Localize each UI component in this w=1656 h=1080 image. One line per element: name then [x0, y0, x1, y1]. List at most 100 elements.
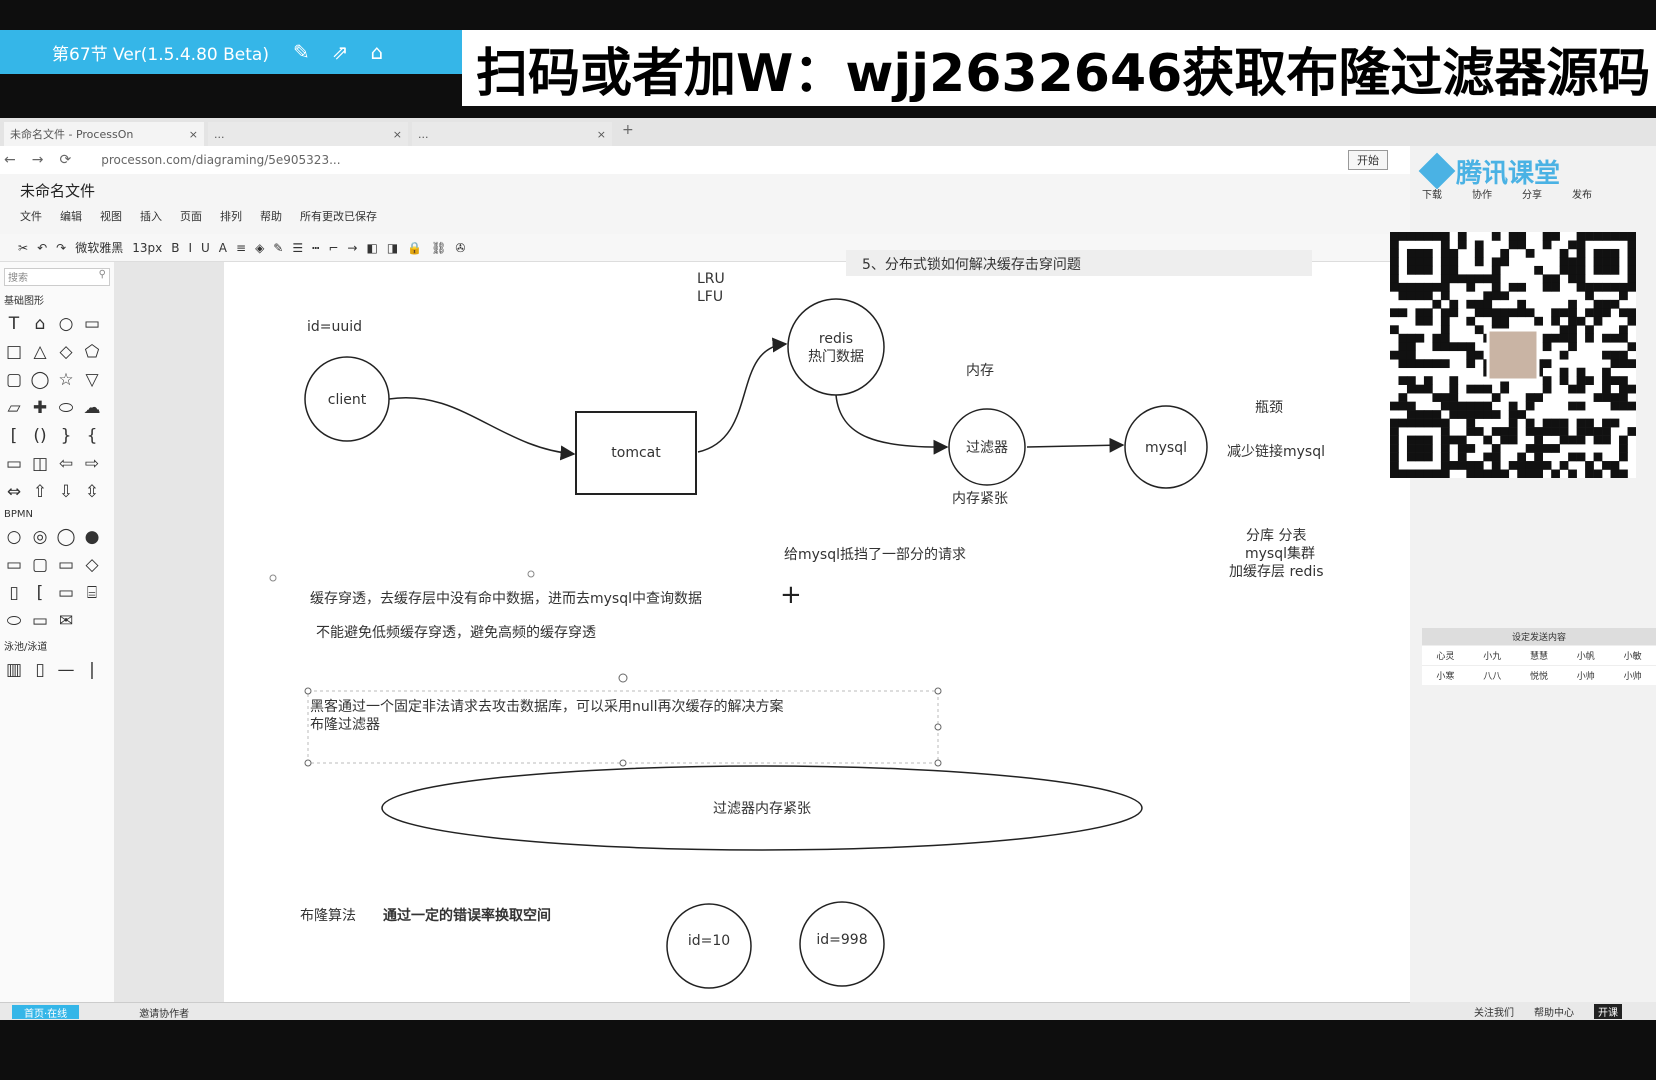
- menu-edit[interactable]: 编辑: [60, 210, 82, 223]
- tab-second[interactable]: ... ×: [208, 122, 408, 146]
- home-icon[interactable]: ⌂: [370, 40, 384, 64]
- event-shape-icon[interactable]: ○: [6, 527, 22, 547]
- gateway-shape-icon[interactable]: ◇: [85, 555, 99, 575]
- file-name[interactable]: 未命名文件: [20, 182, 96, 200]
- tab-third[interactable]: ... ×: [412, 122, 612, 146]
- arrow-up-shape-icon[interactable]: ⇧: [32, 482, 48, 502]
- circle2-shape-icon[interactable]: ◯: [30, 370, 50, 390]
- connector-icon[interactable]: ⌐: [328, 240, 339, 255]
- bold-button[interactable]: B: [171, 240, 180, 255]
- line-width-icon[interactable]: ☰: [292, 240, 304, 255]
- title-box[interactable]: [846, 250, 1312, 276]
- table-head[interactable]: 设定发送内容: [1422, 628, 1656, 645]
- rotate-handle[interactable]: [618, 673, 628, 683]
- share-button[interactable]: 分享: [1522, 190, 1542, 201]
- brace-left-shape-icon[interactable]: {: [86, 426, 98, 446]
- annotation-shape-icon[interactable]: [: [36, 583, 44, 603]
- down-triangle-shape-icon[interactable]: ▽: [85, 370, 99, 390]
- section-bpmn[interactable]: BPMN: [4, 509, 33, 520]
- share-icon[interactable]: ⇗: [331, 40, 349, 64]
- url-field[interactable]: processon.com/diagraming/5e905323...: [101, 153, 341, 167]
- format-painter-icon[interactable]: ✂: [18, 240, 29, 255]
- section-swimlane[interactable]: 泳池/泳道: [4, 642, 48, 653]
- group-shape-icon[interactable]: ▭: [57, 583, 75, 603]
- event2-shape-icon[interactable]: ◎: [32, 527, 48, 547]
- square-shape-icon[interactable]: □: [5, 342, 23, 362]
- handle-dot[interactable]: [934, 759, 942, 767]
- italic-button[interactable]: I: [188, 240, 192, 255]
- shape-search-input[interactable]: 搜索 ⚲: [4, 268, 110, 286]
- redo-icon[interactable]: ↷: [56, 240, 67, 255]
- table-cell[interactable]: 小帅: [1623, 672, 1642, 682]
- close-icon[interactable]: ×: [596, 127, 606, 141]
- menu-page[interactable]: 页面: [180, 210, 202, 223]
- class-badge[interactable]: 开课: [1594, 1003, 1622, 1019]
- help-link[interactable]: 帮助中心: [1534, 1007, 1574, 1019]
- parens-shape-icon[interactable]: (): [33, 426, 47, 446]
- edge-redis-filter[interactable]: [835, 394, 949, 455]
- vlane-shape-icon[interactable]: ▥: [5, 660, 23, 680]
- hline-shape-icon[interactable]: —: [57, 660, 75, 680]
- penetration-text[interactable]: 缓存穿透，去缓存层中没有命中数据，进而去mysql中查询数据: [310, 590, 702, 607]
- collab-button[interactable]: 协作: [1472, 190, 1492, 201]
- message-shape-icon[interactable]: ✉: [58, 611, 74, 631]
- hacker-text-2[interactable]: 布隆过滤器: [310, 717, 380, 733]
- table-cell[interactable]: 小敏: [1623, 652, 1642, 662]
- cannot-avoid-text[interactable]: 不能避免低频缓存穿透，避免高频的缓存穿透: [316, 624, 596, 641]
- edge-tomcat-redis[interactable]: [697, 337, 788, 453]
- arrow-down-shape-icon[interactable]: ⇩: [58, 482, 74, 502]
- table-cell[interactable]: 慧慧: [1529, 652, 1548, 662]
- edge-filter-mysql[interactable]: [1026, 437, 1125, 453]
- doc-shape-icon[interactable]: ▭: [5, 454, 23, 474]
- storage-shape-icon[interactable]: ◫: [31, 454, 49, 474]
- edit-icon[interactable]: ✎: [292, 40, 310, 64]
- redis-node[interactable]: [787, 298, 885, 396]
- mysql-node[interactable]: [1124, 405, 1208, 489]
- menu-help[interactable]: 帮助: [260, 210, 282, 223]
- callout-shape-icon[interactable]: ▱: [7, 398, 21, 418]
- hacker-text-1[interactable]: 黑客通过一个固定非法请求去攻击数据库，可以采用null再次缓存的解决方案: [310, 698, 784, 715]
- new-tab-icon[interactable]: +: [622, 122, 634, 138]
- oval-shape-icon[interactable]: ⬭: [58, 398, 74, 418]
- close-icon[interactable]: ×: [188, 127, 198, 141]
- blank-shape-icon[interactable]: ⌂: [34, 314, 46, 334]
- arrow-updown-shape-icon[interactable]: ⇳: [84, 482, 100, 502]
- filter-node[interactable]: [948, 408, 1026, 486]
- undo-icon[interactable]: ↶: [37, 240, 48, 255]
- front-icon[interactable]: ◧: [366, 240, 378, 255]
- table-cell[interactable]: 小九: [1483, 652, 1502, 662]
- cloud-shape-icon[interactable]: ☁: [83, 398, 101, 418]
- star-shape-icon[interactable]: ☆: [58, 370, 74, 390]
- section-basic[interactable]: 基础图形: [4, 296, 44, 307]
- tab-processon[interactable]: 未命名文件 - ProcessOn ×: [4, 122, 204, 146]
- rounded-shape-icon[interactable]: ▢: [5, 370, 23, 390]
- dataobj-shape-icon[interactable]: ▯: [9, 583, 19, 603]
- forward-icon[interactable]: →: [31, 152, 44, 168]
- tool-icon[interactable]: ✇: [455, 240, 466, 255]
- back-icon[interactable]: ←: [4, 152, 16, 168]
- table-cell[interactable]: 八八: [1483, 672, 1502, 682]
- event3-shape-icon[interactable]: ◯: [56, 527, 76, 547]
- triangle-shape-icon[interactable]: △: [33, 342, 47, 362]
- rect-shape-icon[interactable]: ▭: [83, 314, 101, 334]
- vline-shape-icon[interactable]: |: [89, 660, 95, 680]
- close-icon[interactable]: ×: [392, 127, 402, 141]
- text-shape-icon[interactable]: T: [8, 314, 20, 334]
- diamond-shape-icon[interactable]: ◇: [59, 342, 73, 362]
- align-icon[interactable]: ≡: [236, 240, 247, 255]
- follow-link[interactable]: 关注我们: [1474, 1007, 1514, 1019]
- transaction-shape-icon[interactable]: ▭: [57, 555, 75, 575]
- table-cell[interactable]: 小帅: [1576, 672, 1595, 682]
- handle-dot[interactable]: [304, 687, 312, 695]
- subprocess-shape-icon[interactable]: ▢: [31, 555, 49, 575]
- edge-client-tomcat[interactable]: [388, 396, 576, 461]
- double-arrow-shape-icon[interactable]: ⇔: [6, 482, 22, 502]
- publish-button[interactable]: 发布: [1572, 190, 1592, 201]
- arrow-right-shape-icon[interactable]: ⇨: [84, 454, 100, 474]
- menu-insert[interactable]: 插入: [140, 210, 162, 223]
- arrow-icon[interactable]: →: [347, 240, 358, 255]
- event4-shape-icon[interactable]: ●: [84, 527, 100, 547]
- table-cell[interactable]: 小帆: [1576, 652, 1595, 662]
- handle-dot[interactable]: [304, 759, 312, 767]
- handle-dot[interactable]: [934, 723, 942, 731]
